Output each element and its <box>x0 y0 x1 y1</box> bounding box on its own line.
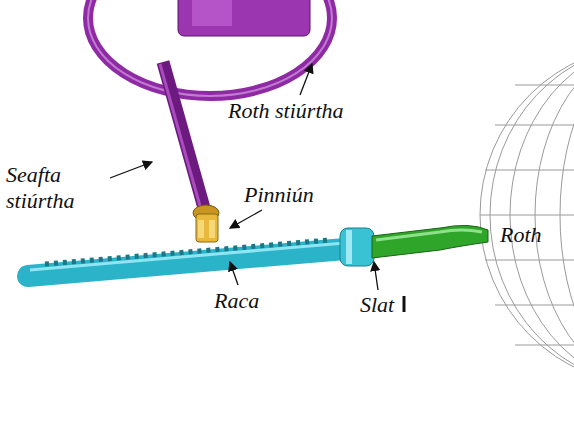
part-label: Roth stiúrtha <box>228 98 344 124</box>
steering-wheel <box>88 0 332 96</box>
steering-shaft <box>160 62 204 208</box>
tie-rod <box>372 225 488 258</box>
part-label: Roth <box>500 222 542 248</box>
part-label: Pinniún <box>244 182 314 208</box>
part-label: Seafta stiúrtha <box>6 162 101 214</box>
leader-lines <box>110 64 404 312</box>
road-wheel <box>480 45 574 385</box>
part-label: Raca <box>214 288 259 314</box>
part-label: Slat <box>360 292 394 318</box>
rack <box>28 240 345 276</box>
rack-end-collar <box>340 228 374 266</box>
pinion <box>193 205 219 242</box>
